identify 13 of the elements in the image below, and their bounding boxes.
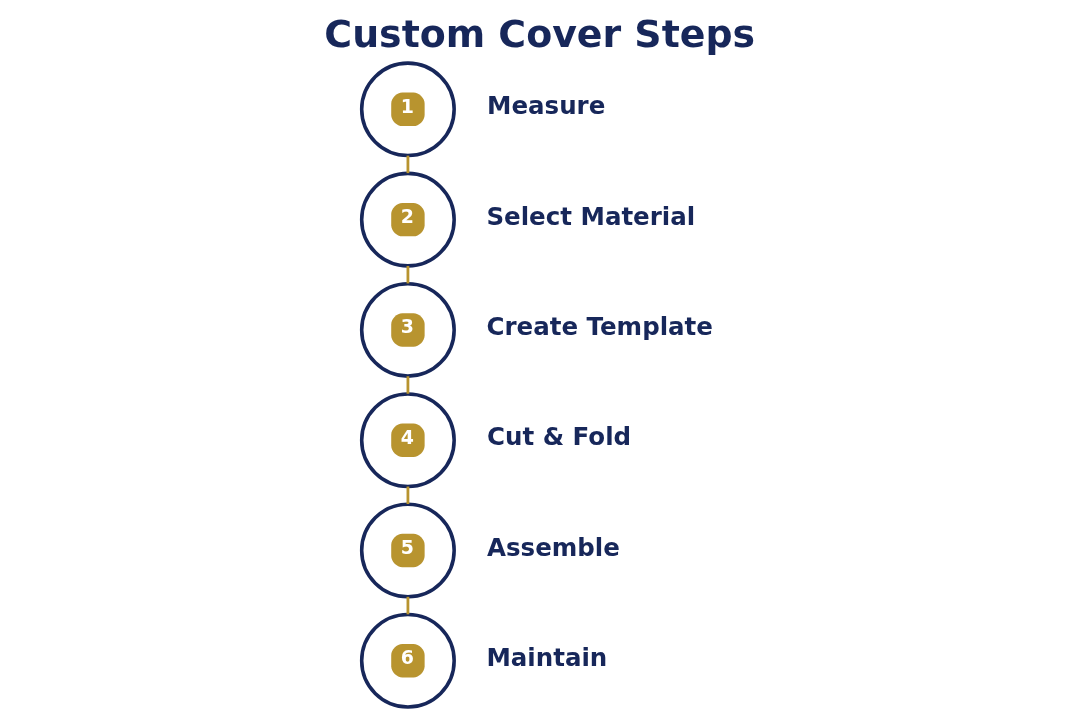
node-circle: 5 <box>359 502 456 599</box>
node-circle: 6 <box>359 612 456 709</box>
node-circle: 4 <box>359 392 456 489</box>
node-label: Maintain <box>485 642 607 672</box>
node-circle: 2 <box>359 171 456 268</box>
node-circle: 1 <box>359 61 456 158</box>
diagram-title: Custom Cover Steps <box>323 11 755 56</box>
node-label: Select Material <box>485 201 695 231</box>
node-label: Measure <box>486 91 605 121</box>
node-label: Assemble <box>486 532 620 562</box>
node-circle: 3 <box>359 281 456 378</box>
node-label: Create Template <box>485 312 713 342</box>
node-label: Cut & Fold <box>486 422 631 452</box>
